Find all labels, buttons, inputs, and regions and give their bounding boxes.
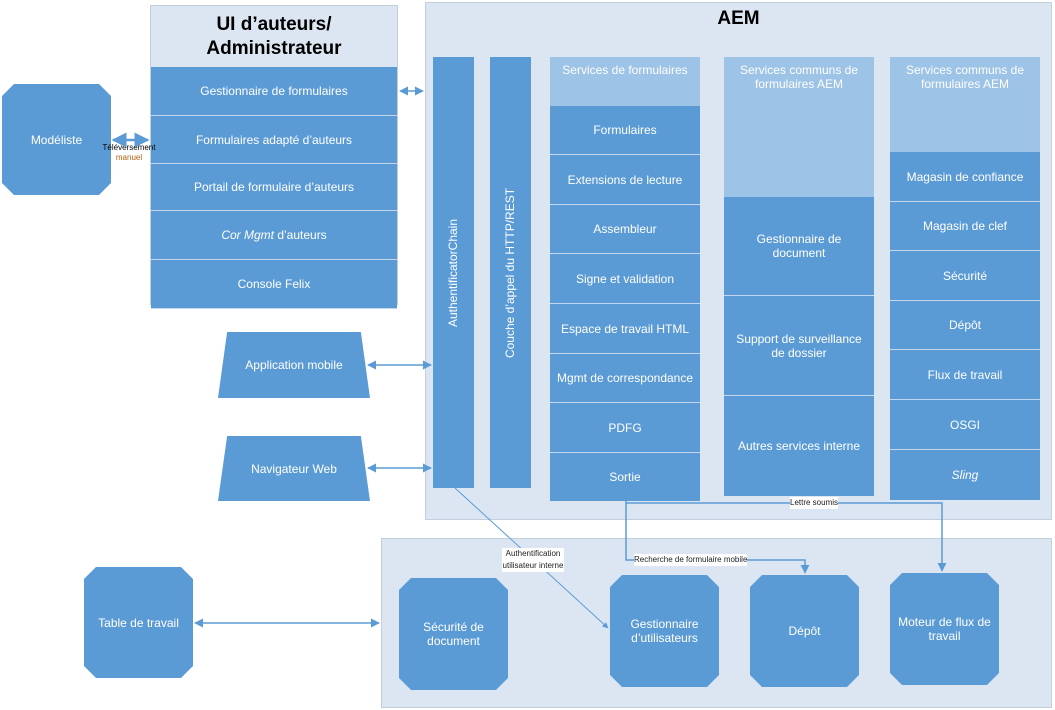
common-services-1-column: Services communs de formulaires AEM Gest… bbox=[724, 57, 874, 496]
aem-title: AEM bbox=[717, 8, 760, 29]
common-service-item[interactable]: Flux de travail bbox=[890, 350, 1040, 400]
upload-label: Téléversement manuel bbox=[100, 143, 158, 163]
ui-item-cor-mgmt[interactable]: Cor Mgmt d’auteurs bbox=[151, 211, 397, 260]
common-services-2-header: Services communs de formulaires AEM bbox=[890, 57, 1040, 152]
forms-services-header: Services de formulaires bbox=[550, 57, 700, 106]
common-service-item[interactable]: Magasin de clef bbox=[890, 202, 1040, 251]
common-service-item[interactable]: Sécurité bbox=[890, 251, 1040, 301]
common-services-2-column: Services communs de formulaires AEM Maga… bbox=[890, 57, 1040, 500]
http-rest-layer-label: Couche d’appel du HTTP/REST bbox=[503, 187, 518, 358]
common-service-item[interactable]: OSGI bbox=[890, 400, 1040, 450]
modeliste-node[interactable]: Modéliste bbox=[2, 84, 111, 195]
upload-label-2: manuel bbox=[115, 153, 143, 162]
web-browser-node[interactable]: Navigateur Web bbox=[218, 436, 370, 501]
forms-service-item[interactable]: Sortie bbox=[550, 453, 700, 501]
auth-internal-label-1: Authentification bbox=[505, 549, 561, 558]
auth-internal-label-2: utilisateur interne bbox=[502, 561, 564, 570]
ui-panel-title: UI d’auteurs/ Administrateur bbox=[151, 6, 397, 67]
forms-service-item[interactable]: Espace de travail HTML bbox=[550, 304, 700, 354]
ui-panel: UI d’auteurs/ Administrateur Gestionnair… bbox=[150, 5, 398, 309]
ui-item-cor-mgmt-text: Cor Mgmt d’auteurs bbox=[221, 228, 327, 242]
letter-submitted-label: Lettre soumis bbox=[790, 497, 839, 509]
forms-service-item[interactable]: Formulaires bbox=[550, 106, 700, 155]
common-service-item[interactable]: Support de surveillance de dossier bbox=[724, 296, 874, 396]
mobile-search-label: Recherche de formulaire mobile bbox=[634, 554, 748, 566]
upload-label-1: Téléversement bbox=[102, 143, 156, 152]
authenticator-chain-label: AuthentificatorChain bbox=[446, 218, 461, 327]
authenticator-chain[interactable]: AuthentificatorChain bbox=[433, 57, 474, 488]
ui-item-forms-manager[interactable]: Gestionnaire de formulaires bbox=[151, 67, 397, 116]
ui-item-adaptive-forms[interactable]: Formulaires adapté d’auteurs bbox=[151, 116, 397, 164]
ui-title-line1: UI d’auteurs/ bbox=[216, 14, 332, 35]
common-service-item[interactable]: Magasin de confiance bbox=[890, 152, 1040, 202]
forms-service-item[interactable]: Assembleur bbox=[550, 205, 700, 254]
ui-item-felix-console[interactable]: Console Felix bbox=[151, 260, 397, 309]
ui-title-line2: Administrateur bbox=[206, 38, 342, 59]
workflow-engine-node[interactable]: Moteur de flux de travail bbox=[890, 573, 999, 685]
common-services-1-header: Services communs de formulaires AEM bbox=[724, 57, 874, 197]
forms-services-column: Services de formulaires Formulaires Exte… bbox=[550, 57, 700, 501]
common-service-item[interactable]: Gestionnaire de document bbox=[724, 197, 874, 296]
auth-internal-label: Authentification utilisateur interne bbox=[502, 548, 564, 572]
common-service-item[interactable]: Sling bbox=[890, 450, 1040, 500]
http-rest-layer[interactable]: Couche d’appel du HTTP/REST bbox=[490, 57, 531, 488]
forms-service-item[interactable]: Mgmt de correspondance bbox=[550, 354, 700, 403]
mobile-app-node[interactable]: Application mobile bbox=[218, 332, 370, 398]
forms-service-item[interactable]: Signe et validation bbox=[550, 254, 700, 304]
common-service-item[interactable]: Autres services interne bbox=[724, 396, 874, 496]
workbench-node[interactable]: Table de travail bbox=[84, 567, 193, 678]
forms-service-item[interactable]: Extensions de lecture bbox=[550, 155, 700, 205]
forms-service-item[interactable]: PDFG bbox=[550, 403, 700, 453]
common-service-item[interactable]: Dépôt bbox=[890, 301, 1040, 350]
doc-security-node[interactable]: Sécurité de document bbox=[399, 578, 508, 690]
user-manager-node[interactable]: Gestionnaire d’utilisateurs bbox=[610, 575, 719, 687]
repository-node[interactable]: Dépôt bbox=[750, 575, 859, 687]
ui-item-forms-portal[interactable]: Portail de formulaire d’auteurs bbox=[151, 164, 397, 211]
